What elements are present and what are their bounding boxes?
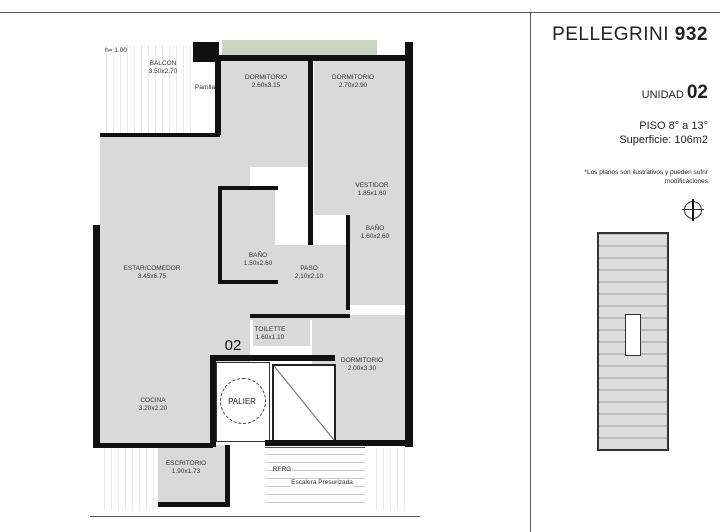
key-plan-core [625,314,641,356]
wall [215,55,410,61]
room-escritorio [158,445,226,505]
wall [100,133,220,137]
compass-north-icon [682,199,704,221]
room-name: BAÑO [248,252,268,259]
room-name: DORMITORIO [244,74,288,81]
room-size: 1.60x2.60 [360,233,390,240]
unit-number: 02 [686,82,708,103]
room-size: 3.50x2.70 [148,68,178,75]
elevator [272,364,336,442]
top-rule [0,12,720,13]
room-size: 1.60x1.10 [255,334,285,341]
wall [210,355,335,361]
building-key-plan [597,232,669,451]
refugio-label: RFRG [272,466,292,473]
room-name: PASO [300,265,318,272]
room-toilette [253,318,310,346]
disclaimer-line: modificaciones [665,178,708,185]
room-name: DORMITORIO [331,74,375,81]
disclaimer-line: *Los planos son ilustrativos y pueden su… [584,169,708,176]
bottom-rule [90,516,420,517]
wall [210,355,216,447]
room-name: ESTAR/COMEDOR [123,265,181,272]
room-name: BAÑO [365,225,385,232]
room-bano-2 [350,215,405,305]
room-size: 3.45x6.75 [137,273,167,280]
room-name: TOILETTE [254,326,286,333]
void-right [370,448,410,510]
wall [265,440,410,446]
palier-label: PALIER [228,397,256,406]
room-size: 1.90x1.73 [171,468,201,475]
building-number: 932 [674,24,708,45]
room-name: BALCON [149,60,177,67]
palier-circle [220,378,266,424]
building-name: PELLEGRINI [552,24,670,45]
building-title: PELLEGRINI 932 [552,24,708,46]
room-size: 1.85x1.60 [357,190,387,197]
wall [346,215,350,310]
void-left [98,448,154,510]
wall [193,42,219,62]
room-size: 2.70x2.90 [338,82,368,89]
floors-text: PISO 8° a 13° [639,120,708,132]
wall [93,225,100,447]
wall [405,42,413,447]
area-text: Superficie: 106m2 [619,134,708,146]
unit-tag: 02 [224,337,242,354]
wall [93,443,213,448]
room-vestidor [314,160,405,215]
room-size: 1.50x2.60 [243,260,273,267]
room-size: 2.10x2.10 [294,273,324,280]
stairs-area [265,447,365,510]
disclaimer: *Los planos son ilustrativos y pueden su… [584,168,708,186]
stairs-label: Escalera Presurizada [291,479,353,487]
parrilla-label: Parrilla [194,84,216,91]
wall [308,60,313,245]
room-size: 2.60x3.15 [251,82,281,89]
wall [158,502,228,507]
railing-height-label: h= 1.00 [105,47,127,54]
room-name: ESCRITORIO [165,460,207,467]
unit-title: UNIDAD 02 [642,82,708,104]
room-name: DORMITORIO [340,357,384,364]
room-size: 2.00x3.30 [347,365,377,372]
wall [250,314,350,318]
divider-vertical [530,12,531,532]
wall [218,280,278,284]
wall [215,55,221,135]
room-cocina [100,365,212,445]
balcony-area [100,45,195,135]
unit-label: UNIDAD [641,89,684,101]
room-dormitorio-2 [314,60,405,160]
room-name: COCINA [140,397,166,404]
room-name: VESTIDOR [355,182,389,189]
wall [218,186,222,283]
wall [218,186,278,190]
wall [225,445,230,507]
garden-planter [222,40,377,55]
room-size: 3.20x2.20 [138,405,168,412]
